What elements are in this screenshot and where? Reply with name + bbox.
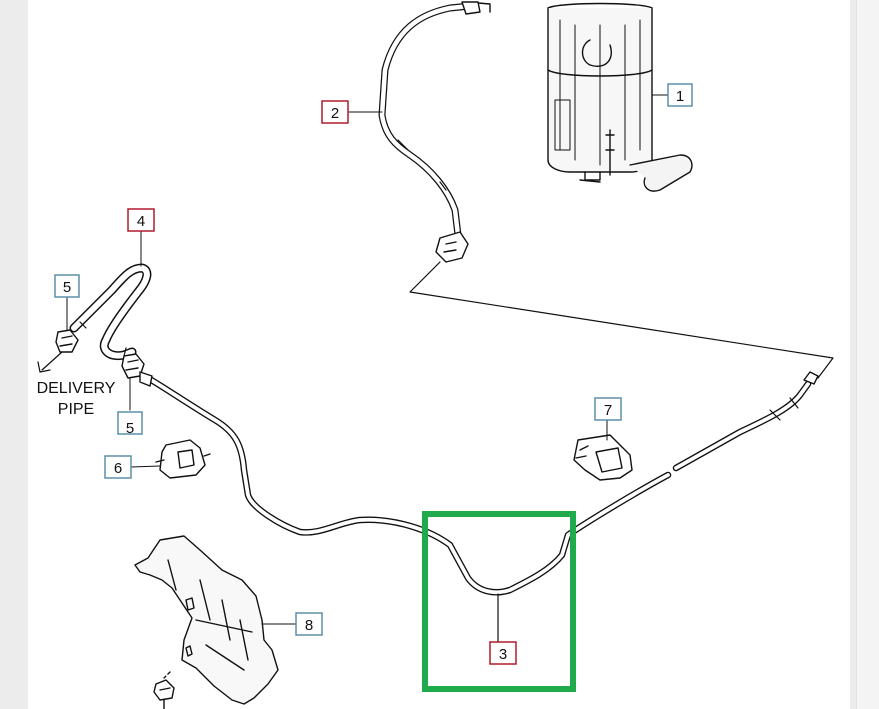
leader-lines: [66, 94, 669, 625]
callout-8[interactable]: 8: [295, 612, 323, 636]
callout-label: 8: [305, 617, 313, 634]
callout-label: 6: [114, 460, 122, 477]
callout-box: [117, 411, 143, 435]
hose-2: [378, 1, 834, 379]
connector-6: [155, 439, 211, 479]
callout-4[interactable]: 4: [127, 208, 155, 232]
heat-shield-8: [134, 535, 279, 709]
callout-box: [667, 83, 693, 107]
callout-1[interactable]: 1: [667, 83, 693, 107]
delivery-pipe-note-line2: PIPE: [58, 401, 94, 418]
callout-label: 5: [63, 279, 71, 296]
callout-label: 2: [331, 105, 339, 122]
callout-2[interactable]: 2: [321, 100, 349, 124]
callout-3[interactable]: 3: [489, 641, 517, 665]
callout-label: 5: [126, 420, 134, 437]
clamp-5-left: [55, 329, 79, 353]
callout-box: [489, 641, 517, 665]
fuel-pump-module: [547, 2, 693, 192]
callout-7[interactable]: 7: [594, 397, 622, 421]
callout-box: [594, 397, 622, 421]
callout-5-left[interactable]: 5: [54, 274, 80, 298]
scrollbar-track[interactable]: [856, 0, 879, 709]
callout-box: [127, 208, 155, 232]
callout-box: [295, 612, 323, 636]
callout-5-right[interactable]: 5: [117, 411, 143, 437]
callout-6[interactable]: 6: [104, 455, 132, 479]
callout-box: [321, 100, 349, 124]
hose-4: [69, 263, 152, 361]
callout-label: 4: [137, 213, 145, 230]
diagram-page: [28, 0, 850, 709]
callout-box: [104, 455, 132, 479]
selection-highlight-box: [422, 511, 576, 692]
connector-7: [573, 434, 633, 481]
callout-label: 3: [499, 646, 507, 663]
callout-label: 1: [676, 88, 684, 105]
delivery-pipe-note-line1: DELIVERY: [37, 380, 116, 397]
callout-box: [54, 274, 80, 298]
fuel-pipe-3: [139, 371, 819, 646]
callout-label: 7: [604, 402, 612, 419]
